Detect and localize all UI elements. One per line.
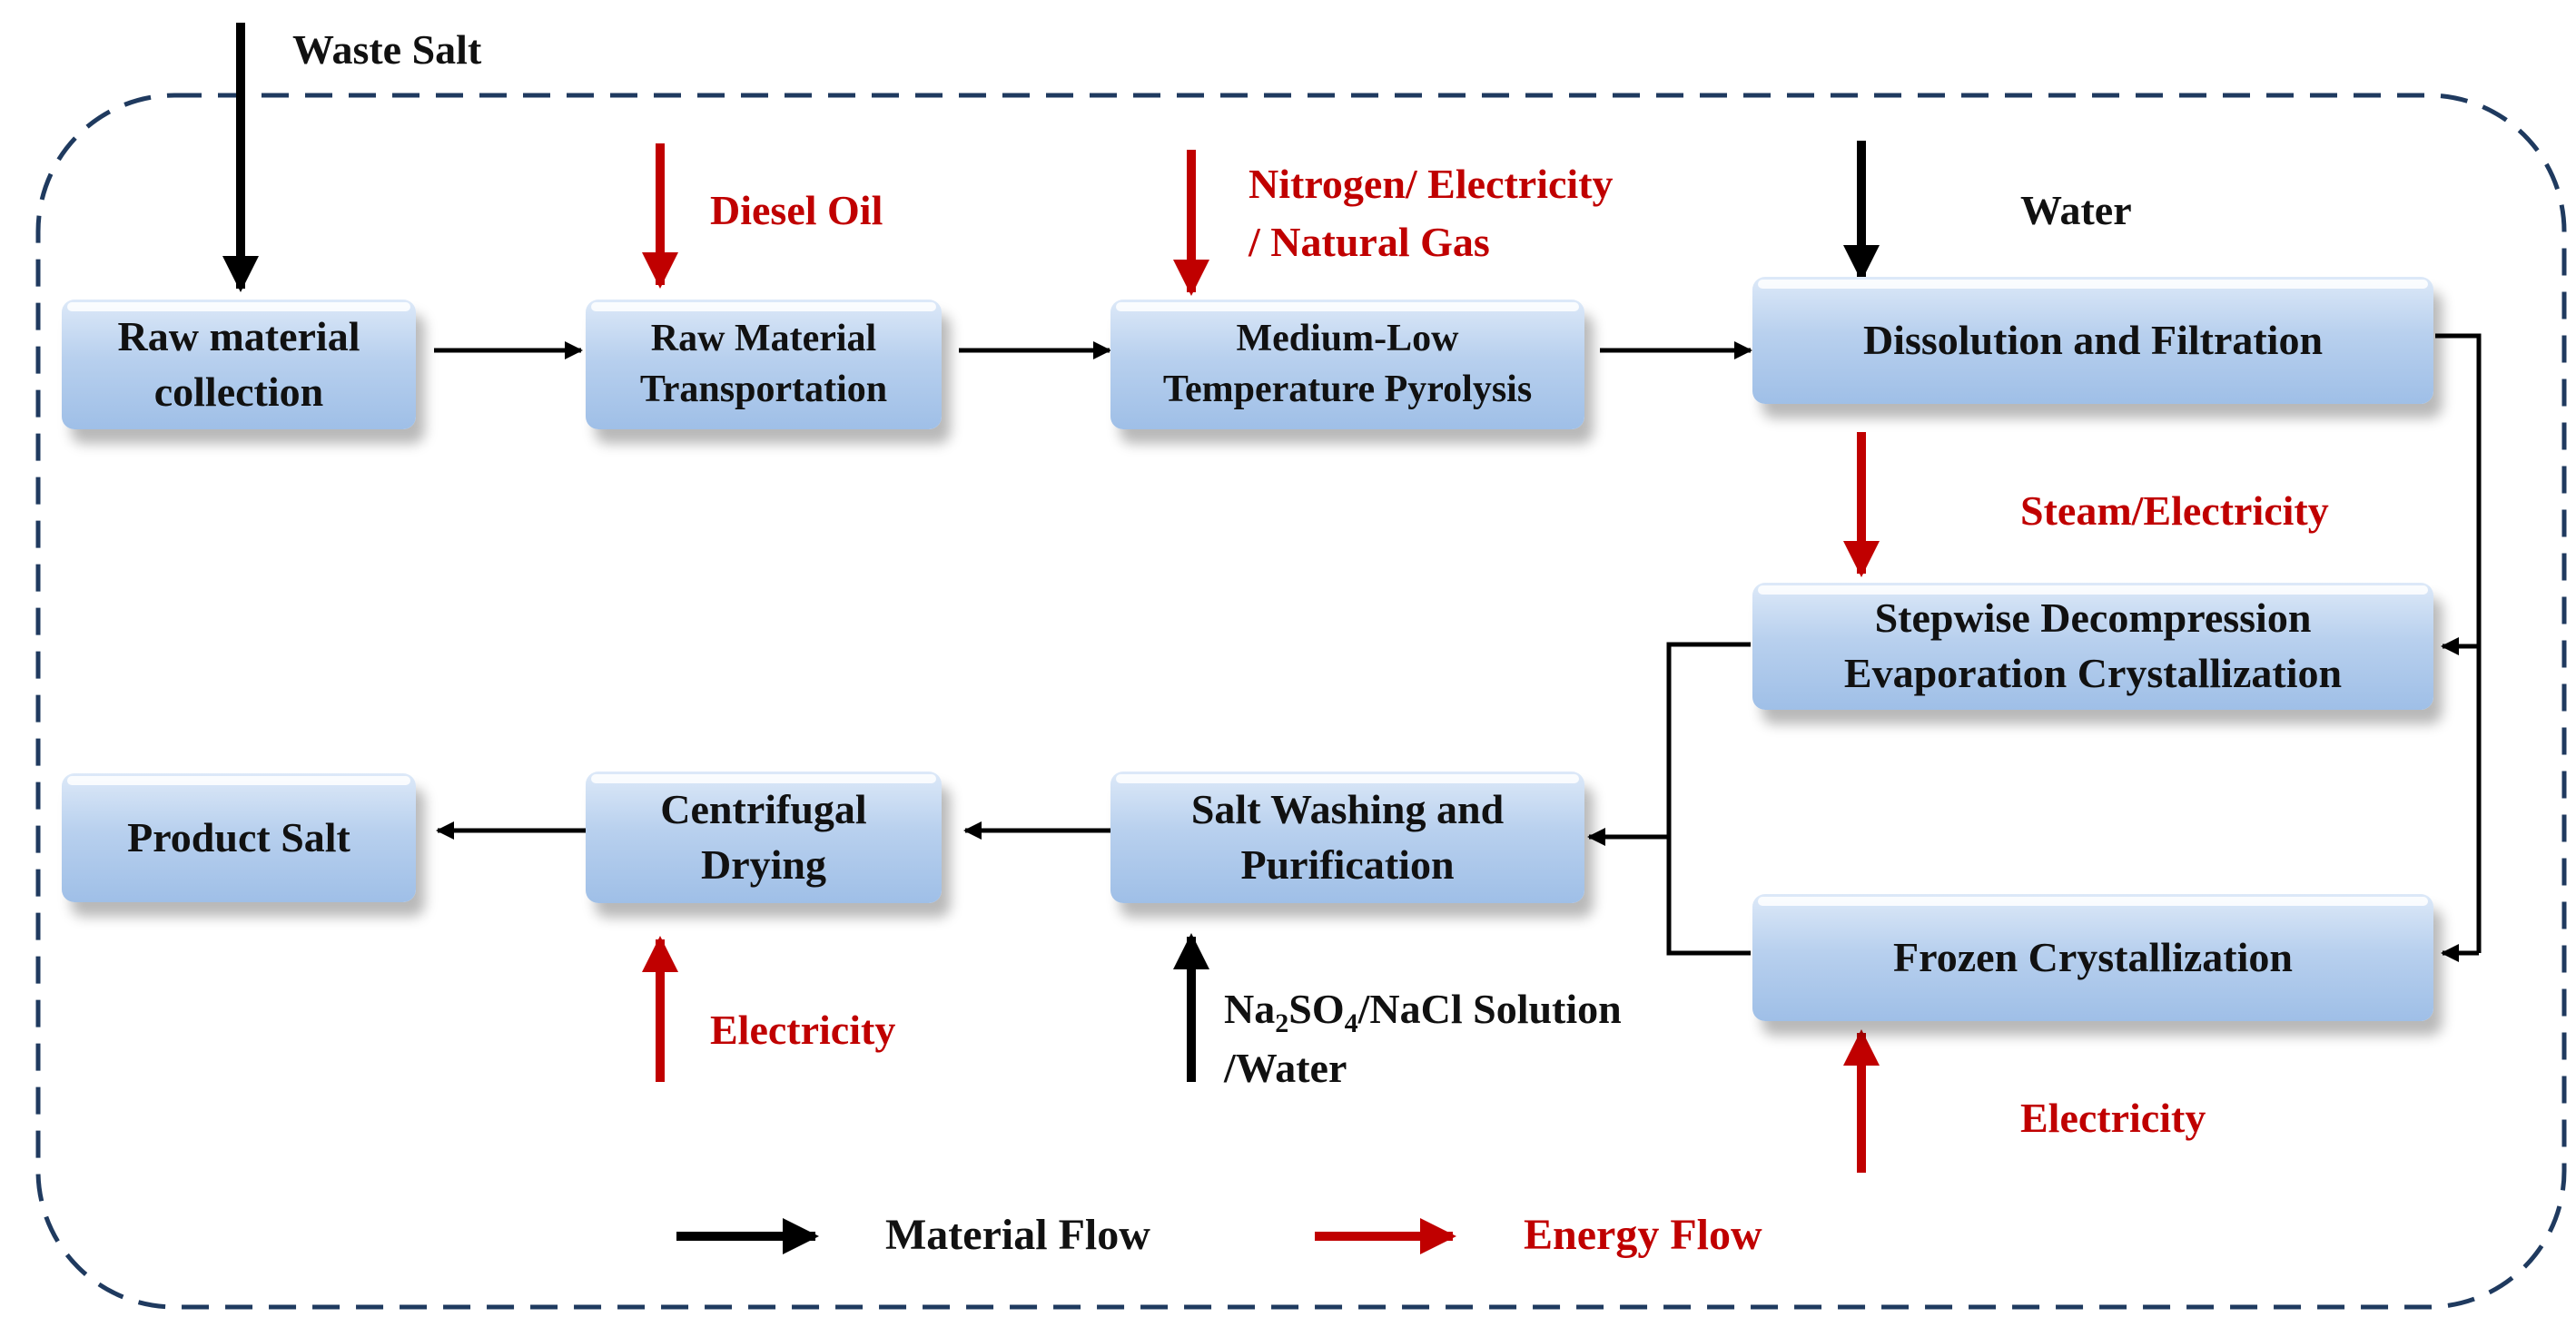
box-label-line1: Product Salt [127, 813, 350, 860]
label-solution-line1: Na2SO4/NaCl Solution [1224, 985, 1622, 1040]
legend-material-label: Material Flow [885, 1211, 1150, 1259]
legend-energy-label: Energy Flow [1524, 1211, 1762, 1259]
box-label-line2: Drying [700, 840, 826, 888]
label-diesel-oil: Diesel Oil [710, 187, 883, 233]
box-label-line1: Dissolution and Filtration [1862, 316, 2324, 363]
label-water: Water [2020, 187, 2132, 233]
solution-sub-2: 2 [1275, 1008, 1289, 1039]
box-label-line2: Evaporation Crystallization [1843, 650, 2343, 696]
box-label-line1: Frozen Crystallization [1893, 933, 2293, 980]
box-frozen-crystallization: Frozen Crystallization [1752, 894, 2433, 1021]
label-solution-line2: /Water [1224, 1045, 1347, 1091]
box-raw-material-collection: Raw material collection [62, 300, 416, 429]
box-dissolution-filtration: Dissolution and Filtration [1752, 277, 2433, 404]
solution-so: SO [1288, 986, 1345, 1032]
box-label-line1: Raw Material [650, 318, 877, 360]
solution-sub-4: 4 [1344, 1008, 1358, 1039]
system-boundary [35, 93, 2567, 1310]
label-frozen-electricity: Electricity [2020, 1095, 2206, 1141]
box-label-line2: Transportation [639, 368, 888, 410]
box-label-line2: collection [153, 368, 324, 415]
box-label-line2: Purification [1240, 840, 1455, 888]
label-pyrolysis-energy-line2: / Natural Gas [1249, 219, 1490, 265]
flow-crystallization-merge [1666, 642, 1751, 956]
label-pyrolysis-energy-line1: Nitrogen/ Electricity [1249, 161, 1614, 207]
solution-nacl: /NaCl Solution [1357, 986, 1622, 1032]
box-product-salt: Product Salt [62, 773, 416, 902]
flow-dissolution-right-bus [2435, 333, 2482, 953]
solution-na: Na [1224, 986, 1276, 1032]
box-label-line1: Salt Washing and [1190, 785, 1505, 832]
box-label-line1: Stepwise Decompression [1874, 595, 2312, 642]
label-drying-electricity: Electricity [710, 1007, 896, 1053]
label-steam-electricity: Steam/Electricity [2020, 487, 2329, 534]
box-label-line1: Medium-Low [1236, 318, 1459, 360]
box-label-line1: Raw material [117, 312, 360, 359]
box-label-line1: Centrifugal [660, 785, 867, 832]
box-label-line2: Temperature Pyrolysis [1162, 368, 1533, 410]
label-waste-salt: Waste Salt [292, 26, 482, 73]
